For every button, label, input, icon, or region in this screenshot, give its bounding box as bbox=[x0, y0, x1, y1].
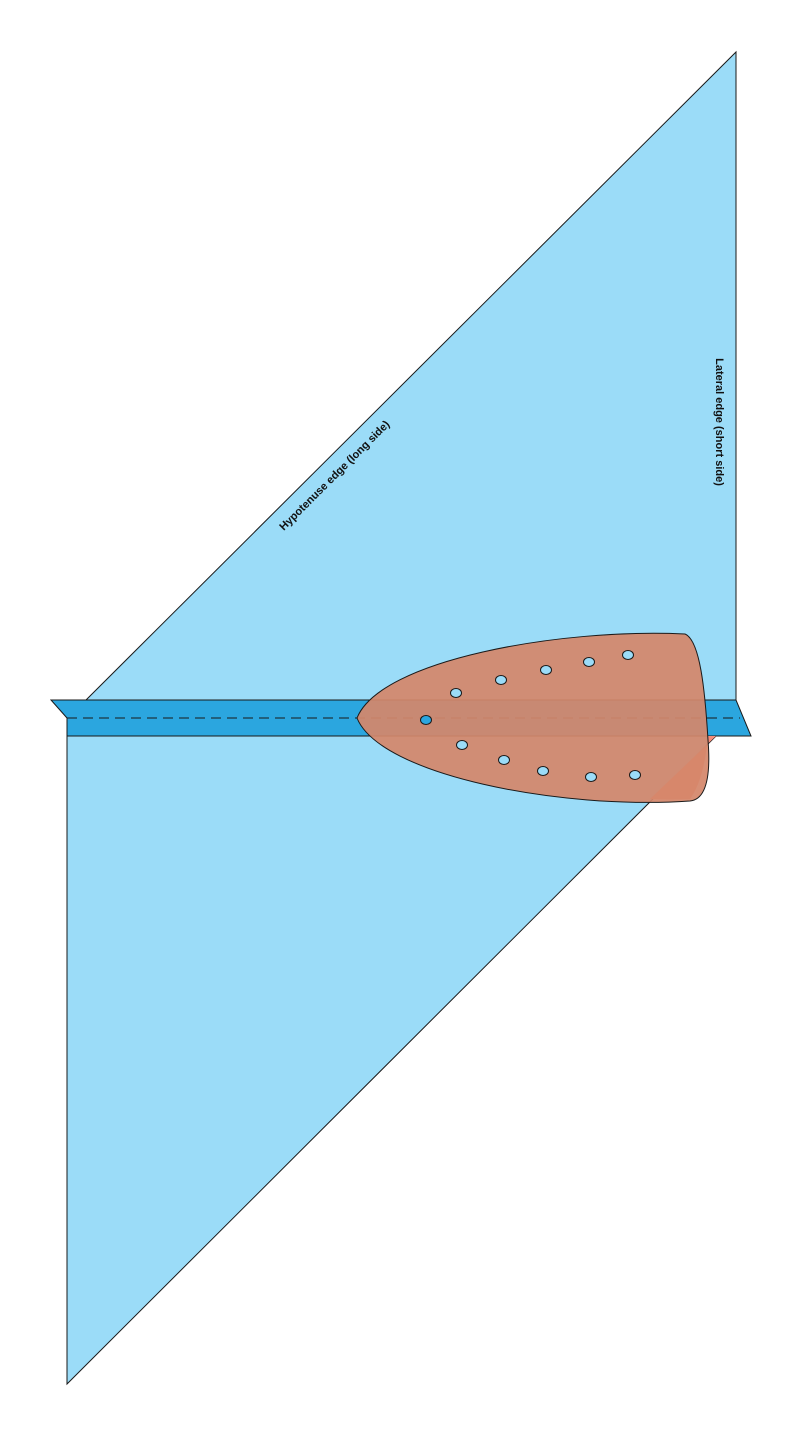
lower-triangle-panel bbox=[66, 735, 718, 1386]
steam-hole bbox=[450, 688, 462, 698]
steam-hole bbox=[540, 665, 552, 675]
steam-hole bbox=[629, 770, 641, 780]
lateral-edge-label: Lateral edge (short side) bbox=[713, 358, 725, 486]
steam-hole bbox=[537, 766, 549, 776]
upper-triangle-panel bbox=[84, 50, 737, 701]
steam-hole bbox=[583, 657, 595, 667]
steam-hole bbox=[495, 675, 507, 685]
steam-hole bbox=[622, 650, 634, 660]
iron-soleplate-icon bbox=[356, 632, 710, 803]
steam-hole bbox=[498, 755, 510, 765]
steam-hole bbox=[585, 772, 597, 782]
steam-hole bbox=[456, 740, 468, 750]
steam-hole bbox=[420, 715, 432, 725]
iron-soleplate bbox=[356, 632, 710, 803]
